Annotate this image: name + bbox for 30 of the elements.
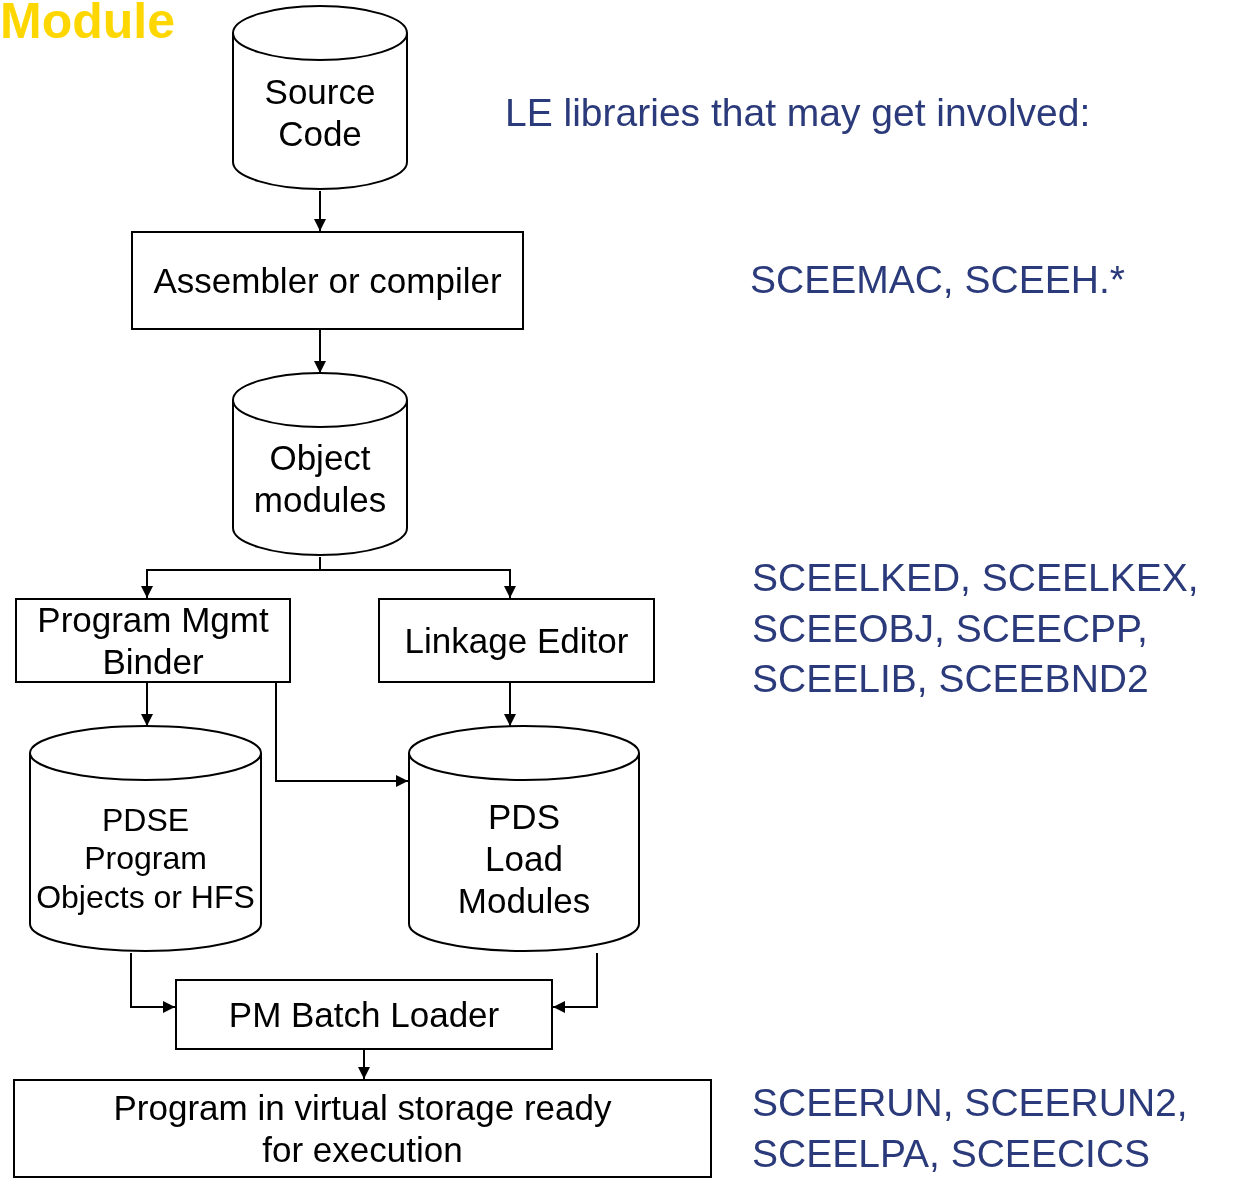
arrow bbox=[319, 556, 516, 599]
arrow bbox=[130, 952, 176, 1013]
process-box bbox=[131, 231, 524, 330]
node-text: PM Batch Loader bbox=[228, 993, 500, 1036]
process-box bbox=[378, 598, 655, 683]
arrow bbox=[141, 682, 153, 727]
title: Module bbox=[0, 0, 175, 50]
node-text: Load Modules bbox=[456, 837, 592, 922]
library-list: SCEELKED, SCEELKEX, SCEEOBJ, SCEECPP, SCEELIB, SCEEBND2 bbox=[752, 553, 1244, 706]
process-box bbox=[175, 979, 553, 1050]
process-box bbox=[15, 598, 291, 683]
node-text: Object modules bbox=[252, 437, 388, 521]
arrow bbox=[358, 1049, 370, 1080]
arrow bbox=[275, 682, 409, 787]
library-list: SCEERUN, SCEERUN2, SCEELPA, SCEECICS bbox=[752, 1078, 1244, 1178]
arrow bbox=[314, 329, 326, 374]
node-text: PDSE bbox=[101, 800, 190, 840]
arrow bbox=[314, 190, 326, 232]
arrow bbox=[552, 952, 598, 1013]
node-text: Source Code bbox=[263, 70, 377, 155]
heading-text: LE libraries that may get involved: bbox=[505, 90, 1092, 136]
node-text: Program in virtual storage ready for execution bbox=[112, 1086, 613, 1171]
library-list: SCEEMAC, SCEEH.* bbox=[750, 255, 1230, 306]
arrow bbox=[504, 682, 516, 727]
node-text: PDS bbox=[488, 795, 560, 838]
node-text: Linkage Editor bbox=[404, 619, 629, 662]
node-text: Assembler or compiler bbox=[153, 259, 502, 302]
node-text: Program Objects or HFS bbox=[35, 839, 256, 917]
node-text: Program Mgmt Binder bbox=[36, 598, 270, 683]
process-box bbox=[13, 1079, 712, 1178]
